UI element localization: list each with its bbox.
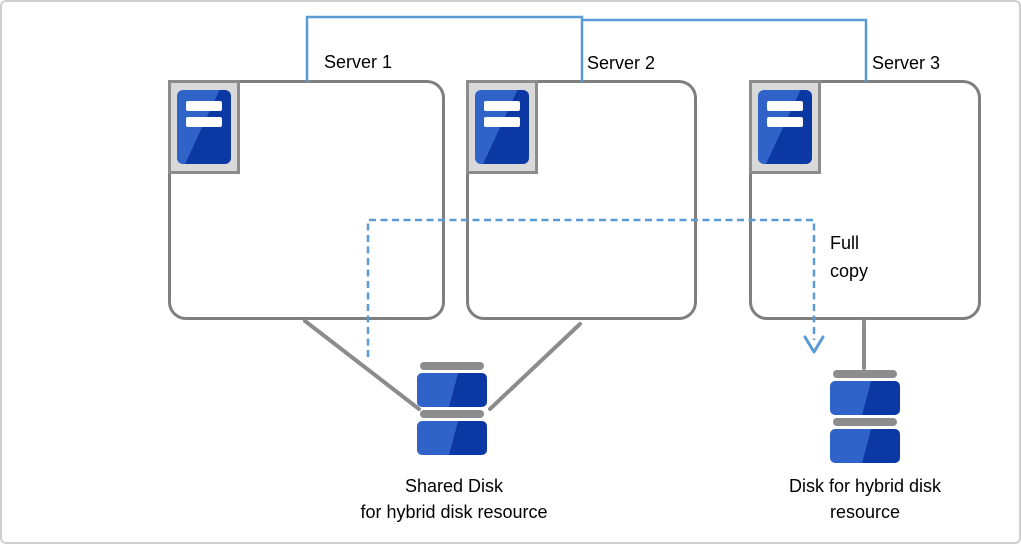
server-icon-tray	[168, 80, 240, 174]
shared-disk-icon	[417, 362, 487, 458]
server-icon-tray	[466, 80, 538, 174]
full-copy-label: Full copy	[830, 233, 869, 281]
hybrid-disk-label: Disk for hybrid disk resource	[788, 476, 942, 522]
server-1-box	[168, 80, 445, 320]
server-icon-tray	[749, 80, 821, 174]
arrow-down-icon	[803, 335, 825, 354]
server-2-label: Server 2	[587, 53, 656, 73]
server-3-label: Server 3	[872, 53, 941, 73]
server-icon	[475, 90, 529, 164]
shared-disk-label: Shared Disk for hybrid disk resource	[360, 476, 548, 522]
server-1-label: Server 1	[324, 52, 393, 72]
server-2-box	[466, 80, 697, 320]
server-icon	[177, 90, 231, 164]
hybrid-disk-icon	[830, 370, 900, 466]
server-icon	[758, 90, 812, 164]
